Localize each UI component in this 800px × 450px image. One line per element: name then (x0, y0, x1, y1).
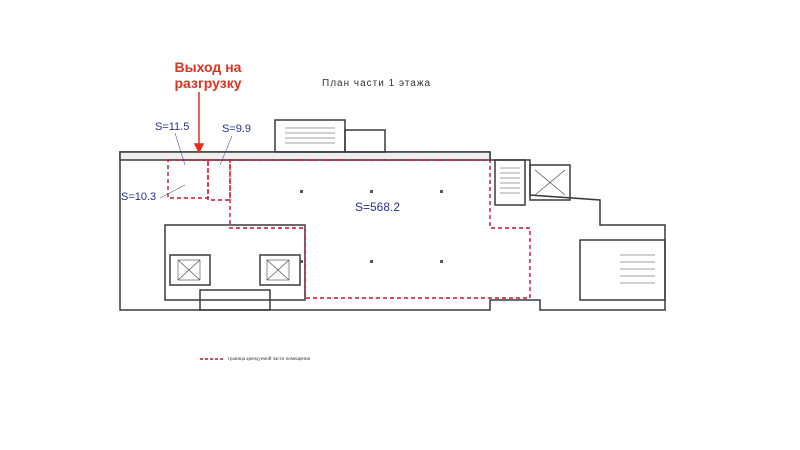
lease-boundary (167, 159, 531, 299)
columns (300, 190, 443, 263)
plan-title: План части 1 этажа (322, 78, 432, 89)
area-label-s99: S=9.9 (222, 123, 252, 135)
elevator-shafts (177, 259, 290, 281)
stairs (285, 127, 655, 284)
legend-label: граница арендуемой части помещения (228, 357, 310, 362)
area-label-s115: S=11.5 (155, 121, 190, 133)
area-label-s5682: S=568.2 (355, 200, 401, 214)
outer-walls (119, 119, 666, 311)
unloading-exit-callout: Выход на разгрузку (174, 59, 242, 91)
leader-lines (159, 132, 233, 199)
area-label-s103: S=10.3 (121, 191, 157, 203)
callout-arrow (193, 92, 205, 154)
